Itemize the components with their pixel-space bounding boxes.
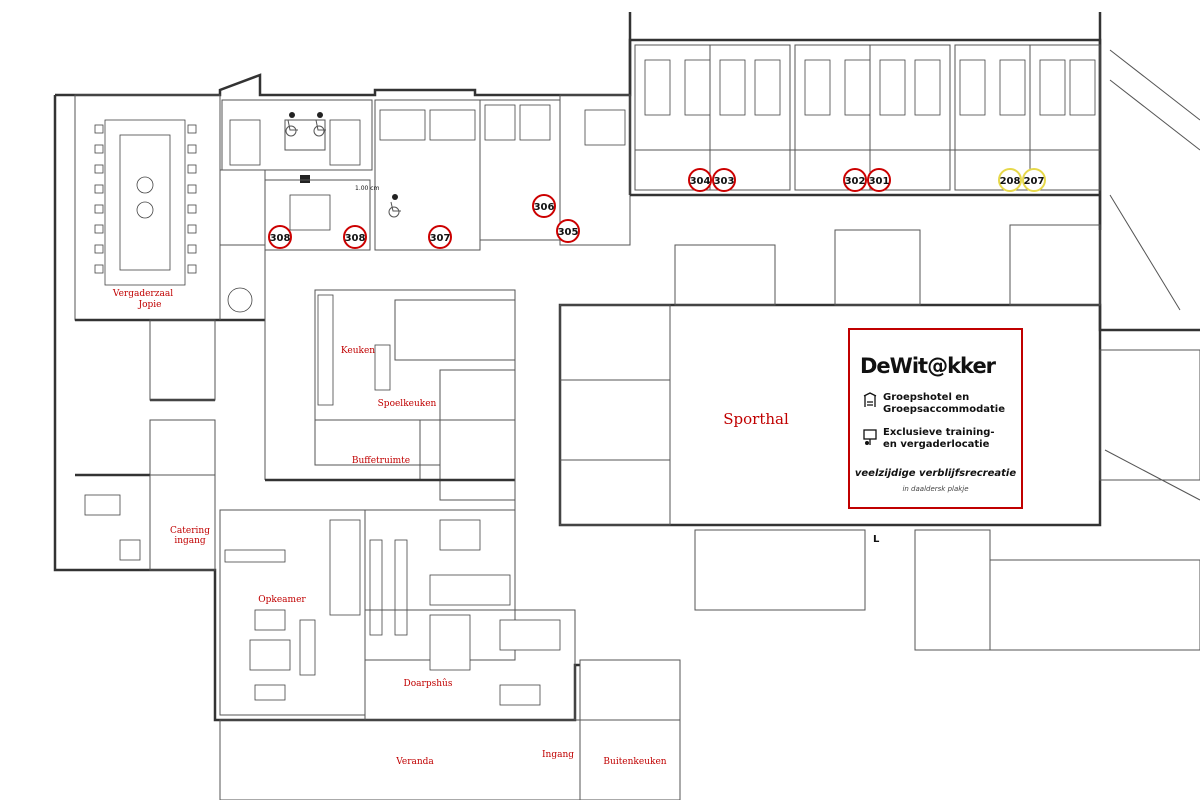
label-vergaderzaal: Vergaderzaal (112, 289, 173, 299)
label-catering: Catering (170, 526, 210, 536)
svg-text:208: 208 (1000, 176, 1021, 187)
svg-text:207: 207 (1024, 176, 1045, 187)
label-veranda: Veranda (395, 757, 434, 767)
wheelchair-icon-2 (313, 112, 326, 137)
room-number-308a: 308 (268, 225, 292, 249)
label-buffetruimte: Buffetruimte (352, 456, 410, 466)
room-number-208: 208 (998, 168, 1022, 192)
room-number-302: 302 (843, 168, 867, 192)
label-keuken: Keuken (341, 346, 375, 356)
kitchen-area (265, 289, 516, 501)
training-line: Exclusieve training- en vergaderlocatie (862, 427, 995, 451)
subtagline: in daaldersk plakje (902, 485, 969, 493)
training-line-1: Exclusieve training- (883, 427, 995, 438)
wheelchair-icon (285, 112, 298, 137)
tagline: veelzijdige verblijfsrecreatie (854, 468, 1017, 479)
lower-rooms (219, 49, 1200, 800)
room-number-307: 307 (428, 225, 452, 249)
label-catering-ingang: ingang (174, 536, 206, 546)
presentation-icon (863, 429, 877, 445)
label-jopie: Jopie (138, 300, 162, 310)
svg-text:305: 305 (558, 227, 579, 238)
logo-card: DeWit@kker Groepshotel en Groepsaccommod… (848, 328, 1023, 509)
svg-text:302: 302 (845, 176, 866, 187)
room-number-305: 305 (556, 219, 580, 243)
brand-logo: DeWit@kker (860, 354, 996, 378)
svg-text:308: 308 (270, 233, 291, 244)
room-vergaderzaal (74, 94, 221, 321)
svg-text:303: 303 (714, 176, 735, 187)
room-number-308b: 308 (343, 225, 367, 249)
label-ingang: Ingang (542, 750, 574, 760)
label-buitenkeuken: Buitenkeuken (603, 757, 666, 767)
outer-walls (53, 12, 1200, 722)
bed-icon (863, 392, 877, 407)
room-number-303: 303 (712, 168, 736, 192)
hotel-line-1: Groepshotel en (883, 392, 970, 403)
label-doarpshus: Doarpshûs (404, 678, 453, 689)
svg-text:306: 306 (534, 202, 555, 213)
hotel-line: Groepshotel en Groepsaccommodatie (862, 392, 1005, 416)
hotel-line-2: Groepsaccommodatie (883, 404, 1005, 415)
room-number-301: 301 (867, 168, 891, 192)
svg-text:304: 304 (690, 176, 711, 187)
svg-text:307: 307 (430, 233, 451, 244)
room-number-306: 306 (532, 194, 556, 218)
svg-text:308: 308 (345, 233, 366, 244)
wheelchair-icon-3 (388, 194, 401, 218)
label-spoelkeuken: Spoelkeuken (378, 399, 437, 409)
label-opkeamer: Opkeamer (258, 595, 306, 605)
training-line-2: en vergaderlocatie (883, 439, 990, 450)
svg-text:301: 301 (869, 176, 890, 187)
label-sporthal: Sporthal (723, 410, 789, 428)
room-number-304: 304 (688, 168, 712, 192)
dimension-note: 1.00 cm (355, 185, 380, 192)
room-number-207: 207 (1022, 168, 1046, 192)
rooms-east-wing (630, 44, 1101, 197)
stair-label: L (873, 534, 880, 545)
rooms-300-west (221, 94, 631, 251)
